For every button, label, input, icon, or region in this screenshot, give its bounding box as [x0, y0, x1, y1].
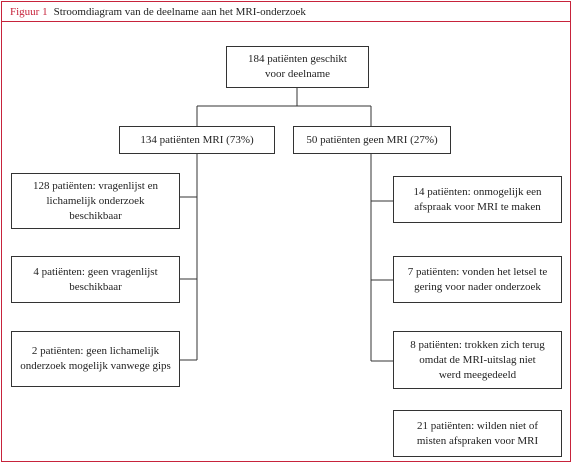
- figure-caption: Figuur 1 Stroomdiagram van de deelname aa…: [10, 6, 306, 18]
- node-no-mri-withdrew: 8 patiënten: trokken zich terug omdat de…: [393, 331, 562, 389]
- node-mri-no-questionnaire: 4 patiënten: geen vragenlijst beschikbaa…: [11, 256, 180, 303]
- node-no-mri-minor-injury: 7 patiënten: vonden het letsel te gering…: [393, 256, 562, 303]
- node-mri-no-exam-cast: 2 patiënten: geen lichamelijk onderzoek …: [11, 331, 180, 387]
- node-no-mri-no-appointment: 14 patiënten: onmogelijk een afspraak vo…: [393, 176, 562, 223]
- node-mri-questionnaire-exam: 128 patiënten: vragenlijst en lichamelij…: [11, 173, 180, 229]
- figure-label: Figuur 1: [10, 6, 48, 18]
- figure-title: Stroomdiagram van de deelname aan het MR…: [53, 6, 306, 18]
- node-no-mri-refused: 21 patiënten: wilden niet of misten afsp…: [393, 410, 562, 457]
- node-mri: 134 patiënten MRI (73%): [119, 126, 275, 154]
- caption-divider: [2, 21, 570, 22]
- node-root: 184 patiënten geschikt voor deelname: [226, 46, 369, 88]
- node-no-mri: 50 patiënten geen MRI (27%): [293, 126, 451, 154]
